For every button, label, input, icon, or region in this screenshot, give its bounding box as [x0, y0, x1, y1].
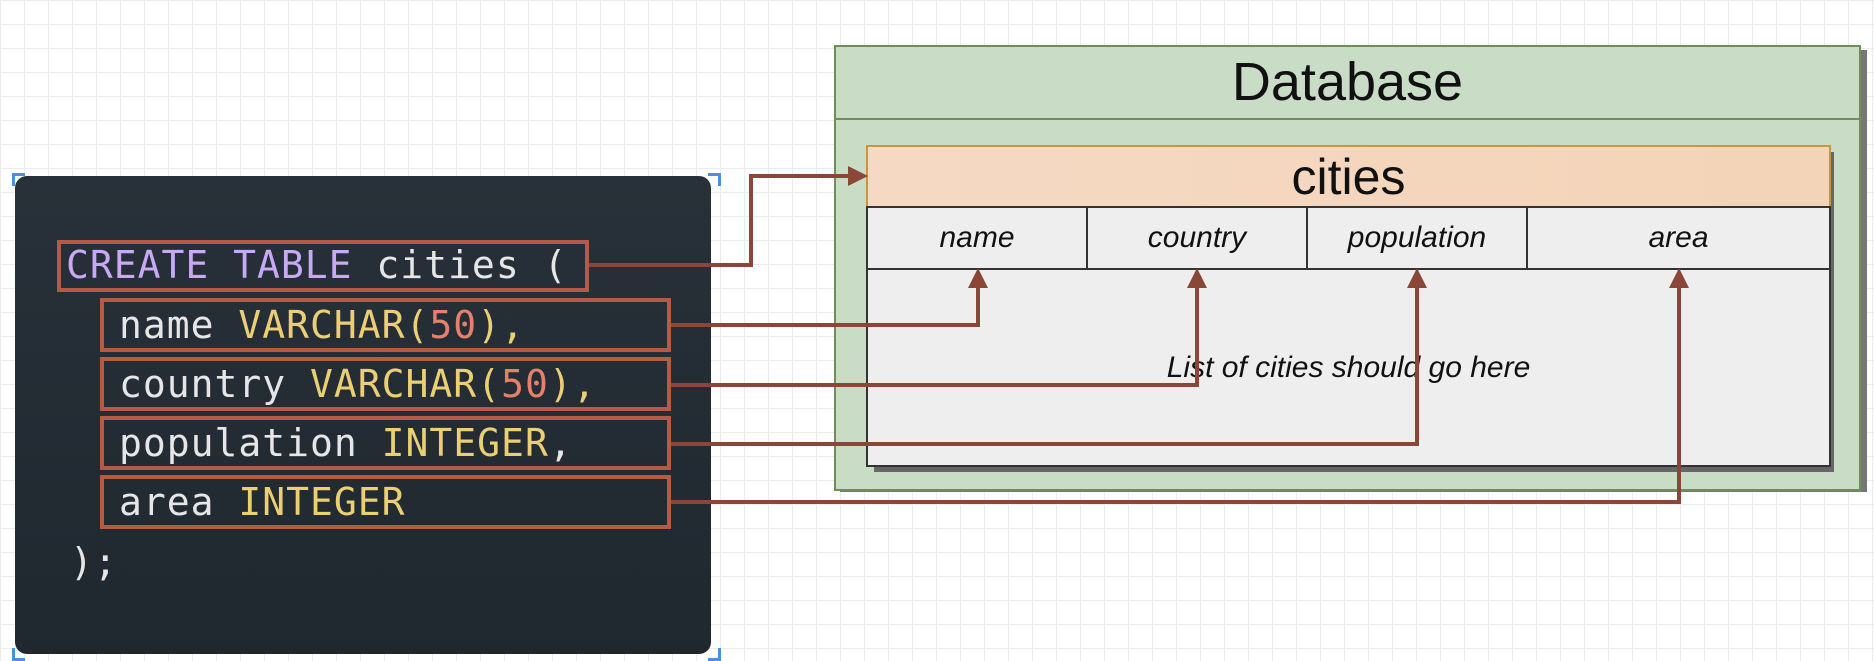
highlight-population-column: [100, 416, 671, 470]
column-name-token: country: [119, 362, 311, 406]
column-name-token: population: [119, 421, 382, 465]
column-header-population: population: [1308, 208, 1528, 268]
number-token: 50: [429, 303, 478, 347]
column-header-row: name country population area: [866, 206, 1831, 270]
type-close-token: ),: [477, 303, 525, 347]
type-close-token: ),: [548, 362, 597, 406]
code-line-country: country VARCHAR(50),: [119, 359, 597, 409]
type-token: VARCHAR(: [310, 362, 502, 406]
type-token: INTEGER: [238, 480, 406, 524]
highlight-name-column: [100, 298, 671, 352]
code-line-create: CREATE TABLE cities (: [66, 240, 567, 290]
sql-keyword: CREATE TABLE: [66, 243, 353, 287]
column-header-country: country: [1088, 208, 1308, 268]
type-token: VARCHAR(: [238, 303, 430, 347]
selection-handle-icon[interactable]: [12, 173, 25, 186]
column-header-name: name: [868, 208, 1088, 268]
code-line-close: );: [70, 540, 118, 584]
column-header-area: area: [1648, 221, 1709, 254]
table-name-header: cities: [866, 145, 1831, 208]
code-line-name: name VARCHAR(50),: [119, 300, 525, 350]
selection-handle-icon[interactable]: [708, 173, 721, 186]
highlight-country-column: [100, 357, 671, 411]
database-title: Database: [834, 45, 1861, 120]
number-token: 50: [501, 362, 549, 406]
code-line-population: population INTEGER,: [119, 418, 573, 468]
column-name-token: area: [119, 480, 239, 524]
comma-token: ,: [548, 421, 573, 465]
code-line-area: area INTEGER: [119, 477, 406, 527]
type-token: INTEGER: [381, 421, 549, 465]
selection-handle-icon[interactable]: [12, 648, 25, 661]
highlight-area-column: [100, 475, 671, 529]
table-name-token: cities: [352, 243, 520, 287]
open-paren-token: (: [519, 243, 568, 287]
column-name-token: name: [119, 303, 239, 347]
selection-handle-icon[interactable]: [708, 648, 721, 661]
highlight-create-table: [57, 240, 589, 292]
table-body-placeholder: List of cities should go here: [1166, 351, 1531, 384]
